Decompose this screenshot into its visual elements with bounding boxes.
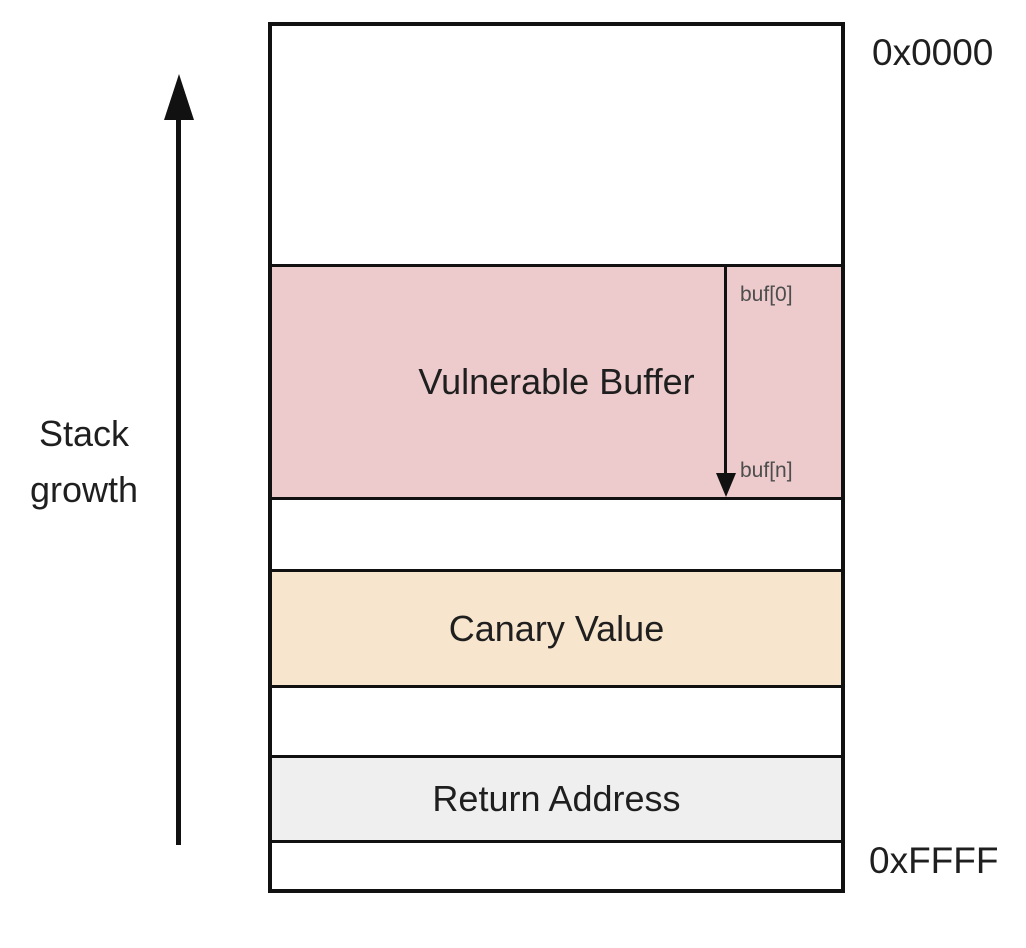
stack-growth-arrow-line [176,116,181,845]
return-address-label: Return Address [432,778,681,819]
buf-start-label: buf[0] [740,283,793,306]
address-label-bottom: 0xFFFF [869,840,999,881]
buffer-write-arrow-line [724,267,727,473]
stack-growth-arrow-up-icon [164,74,194,120]
region-gap-1 [272,500,841,572]
buf-end-label: buf[n] [740,459,793,482]
region-free-top [272,26,841,267]
vulnerable-buffer-label: Vulnerable Buffer [418,361,695,402]
region-return-address: Return Address [272,758,841,843]
stack-growth-label: Stack growth [8,406,160,518]
canary-value-label: Canary Value [448,607,665,649]
region-canary-value: Canary Value [272,572,841,688]
address-label-top: 0x0000 [872,32,994,73]
region-free-bottom [272,843,841,889]
memory-box: Vulnerable Buffer buf[0] buf[n] Canary V… [268,22,845,893]
buffer-write-arrow-down-icon [716,473,736,497]
stack-growth-label-line2: growth [29,468,139,510]
stack-growth-label-line1: Stack [38,413,130,454]
region-vulnerable-buffer: Vulnerable Buffer buf[0] buf[n] [272,267,841,500]
region-gap-2 [272,688,841,758]
